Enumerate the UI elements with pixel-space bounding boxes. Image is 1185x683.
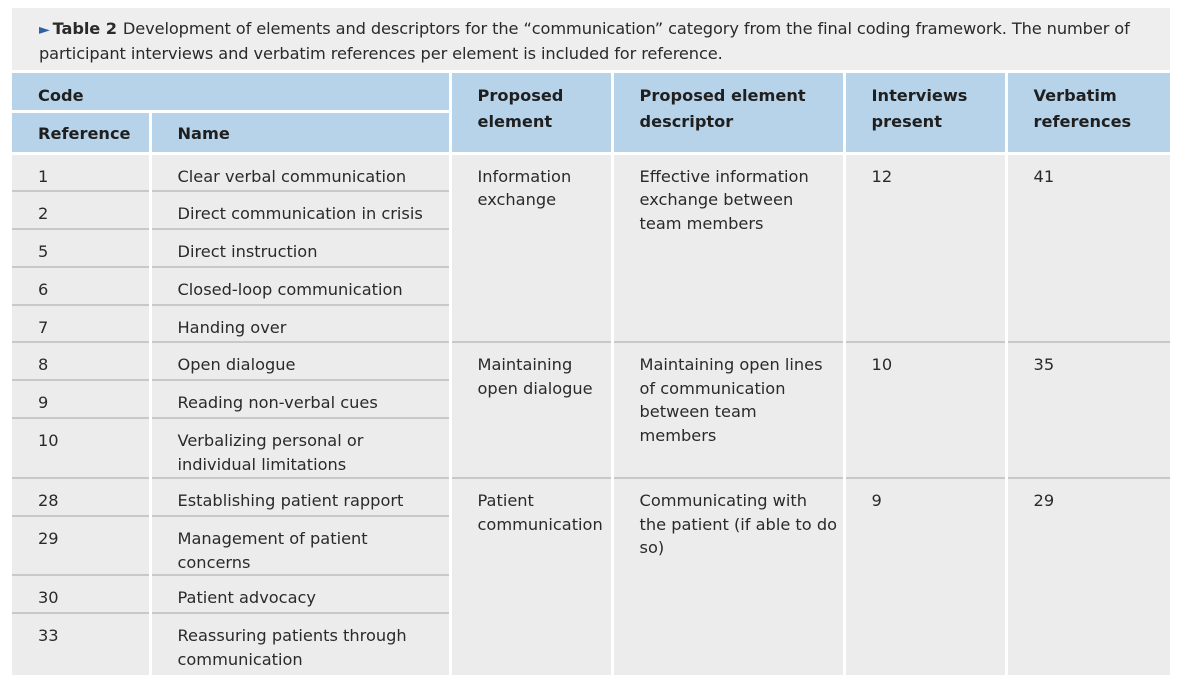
table-label: Table 2 xyxy=(52,19,117,38)
verbatim-references-cell: 41 xyxy=(1004,151,1171,342)
code-name-cell: Direct communication in crisis xyxy=(148,190,451,229)
caption-arrow-icon: ► xyxy=(39,22,50,38)
interviews-present-cell: 12 xyxy=(842,151,1007,342)
code-name-cell: Establishing patient rapport xyxy=(148,477,451,516)
code-reference-cell: 6 xyxy=(12,266,150,305)
code-reference-cell: 28 xyxy=(12,477,150,516)
interviews-present-cell: 10 xyxy=(842,341,1007,478)
proposed-descriptor-cell: Maintaining open lines of communication … xyxy=(610,341,845,478)
code-name-cell: Direct instruction xyxy=(148,228,451,267)
code-name-cell: Patient advocacy xyxy=(148,574,451,613)
code-reference-cell: 29 xyxy=(12,515,150,575)
header-name: Name xyxy=(148,111,451,153)
interviews-present-cell: 9 xyxy=(842,477,1007,675)
proposed-descriptor-cell: Communicating with the patient (if able … xyxy=(610,477,845,675)
header-proposed-descriptor: Proposed element descriptor xyxy=(610,73,845,153)
communication-table: Code Proposed element Proposed element d… xyxy=(12,73,1171,675)
code-reference-cell: 33 xyxy=(12,612,150,675)
header-verbatim-references: Verbatim references xyxy=(1004,73,1171,153)
code-reference-cell: 1 xyxy=(12,151,150,191)
header-reference: Reference xyxy=(12,111,150,153)
code-name-cell: Open dialogue xyxy=(148,341,451,380)
header-proposed-element: Proposed element xyxy=(448,73,613,153)
code-reference-cell: 10 xyxy=(12,417,150,478)
code-name-cell: Handing over xyxy=(148,304,451,342)
proposed-element-cell: Patient communication xyxy=(448,477,613,675)
code-reference-cell: 2 xyxy=(12,190,150,229)
code-name-cell: Reading non-verbal cues xyxy=(148,379,451,418)
header-interviews-present: Interviews present xyxy=(842,73,1007,153)
code-reference-cell: 30 xyxy=(12,574,150,613)
verbatim-references-cell: 35 xyxy=(1004,341,1171,478)
verbatim-references-cell: 29 xyxy=(1004,477,1171,675)
header-code: Code xyxy=(12,73,451,113)
proposed-element-cell: Information exchange xyxy=(448,151,613,342)
code-reference-cell: 9 xyxy=(12,379,150,418)
code-reference-cell: 8 xyxy=(12,341,150,380)
code-reference-cell: 5 xyxy=(12,228,150,267)
code-name-cell: Management of patient concerns xyxy=(148,515,451,575)
proposed-descriptor-cell: Effective information exchange between t… xyxy=(610,151,845,342)
code-name-cell: Clear verbal communication xyxy=(148,151,451,191)
code-reference-cell: 7 xyxy=(12,304,150,342)
proposed-element-cell: Maintaining open dialogue xyxy=(448,341,613,478)
code-name-cell: Closed-loop communication xyxy=(148,266,451,305)
caption-text: Development of elements and descriptors … xyxy=(39,19,1130,63)
code-name-cell: Reassuring patients through communicatio… xyxy=(148,612,451,675)
code-name-cell: Verbalizing personal or individual limit… xyxy=(148,417,451,478)
